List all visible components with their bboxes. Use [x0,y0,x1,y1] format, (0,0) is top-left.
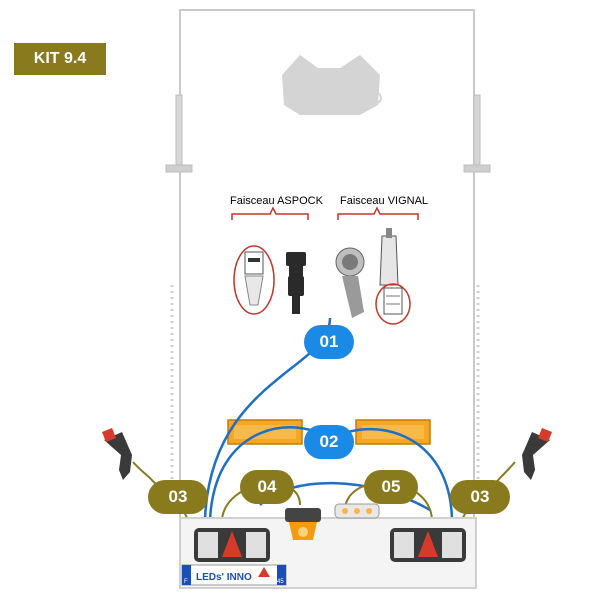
rear-light-right [390,528,466,562]
aspock-label: Faisceau ASPOCK [230,195,323,207]
callout-02: 02 [304,425,354,459]
plate-left-tag: F [184,579,188,585]
callout-01: 01 [304,325,354,359]
callout-04: 04 [240,470,294,504]
vignal-pin-detail [375,228,411,325]
aspock-plug [286,252,306,314]
left-stand [165,94,193,173]
hitch-silhouette [282,55,382,115]
callout-03-right: 03 [450,480,510,514]
callout-03-left: 03 [148,480,208,514]
side-marker-right [522,428,552,480]
right-stand [463,94,491,173]
callout-05: 05 [364,470,418,504]
aspock-brace [231,206,309,220]
clear-lamp [334,503,380,519]
vignal-plug [335,247,365,318]
orange-lamp [285,508,321,540]
kit-badge: KIT 9.4 [14,43,106,75]
vignal-brace [337,206,419,220]
plate-right-tag: 45 [277,579,284,585]
license-plate: LEDs' INNO F 45 [181,564,287,586]
aspock-pin-detail [233,245,275,315]
vignal-label: Faisceau VIGNAL [340,195,429,207]
side-marker-left [102,428,132,480]
plate-brand: LEDs' INNO [196,572,252,583]
rear-light-left [194,528,270,562]
